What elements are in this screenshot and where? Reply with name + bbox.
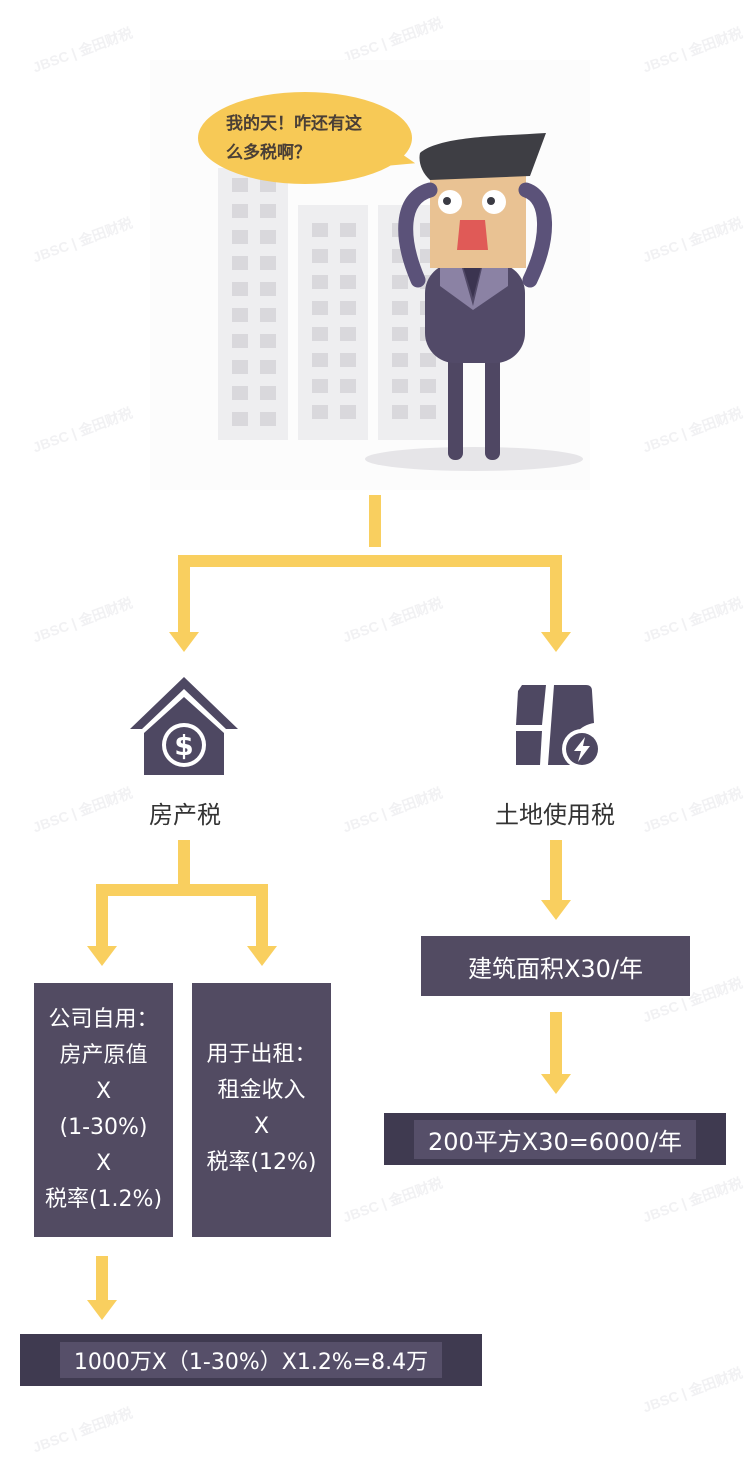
sub-connector-stem	[178, 840, 190, 892]
shocked-man-icon	[398, 133, 552, 460]
formula-line: 公司自用：	[48, 1007, 159, 1032]
watermark: JBSC | 金田财税	[640, 1174, 745, 1226]
watermark: JBSC | 金田财税	[640, 594, 745, 646]
watermark: JBSC | 金田财税	[340, 1174, 445, 1226]
land-use-formula: 建筑面积X30/年	[467, 954, 644, 983]
rental-formula-box: 用于出租： 租金收入 X 税率(12%)	[192, 983, 331, 1237]
watermark: JBSC | 金田财税	[30, 404, 135, 456]
sub-connector-left	[96, 884, 108, 950]
formula-line: 用于出租：	[206, 1042, 317, 1067]
land-use-tax-title: 土地使用税	[495, 801, 615, 829]
arrow-stem	[96, 1256, 108, 1302]
formula-line: 房产原值	[59, 1043, 148, 1068]
arrow-stem	[550, 840, 562, 902]
arrow-down-icon	[541, 1074, 571, 1094]
speech-line-2: 么多税啊？	[226, 143, 311, 163]
connector-left-stem	[178, 555, 190, 635]
watermark: JBSC | 金田财税	[640, 784, 745, 836]
self-use-formula-box: 公司自用： 房产原值 X (1-30%) X 税率(1.2%)	[34, 983, 173, 1237]
building-left	[218, 168, 288, 440]
formula-line: 租金收入	[217, 1078, 306, 1103]
watermark: JBSC | 金田财税	[640, 214, 745, 266]
property-tax-title: 房产税	[149, 801, 221, 829]
svg-text:$: $	[174, 729, 193, 762]
arrow-down-icon	[247, 946, 277, 966]
formula-line: X	[95, 1079, 112, 1104]
formula-line: 税率(1.2%)	[44, 1187, 163, 1212]
ground-shadow	[365, 447, 583, 471]
speech-bubble	[198, 92, 412, 184]
watermark: JBSC | 金田财税	[30, 594, 135, 646]
connector-bar	[178, 555, 562, 567]
building-middle	[298, 205, 368, 440]
watermark: JBSC | 金田财税	[30, 24, 135, 76]
land-map-lightning-icon	[516, 685, 602, 769]
house-dollar-icon: $	[130, 677, 238, 775]
formula-line: 税率(12%)	[206, 1150, 317, 1175]
connector-right-stem	[550, 555, 562, 635]
arrow-down-icon	[87, 946, 117, 966]
watermark: JBSC | 金田财税	[640, 24, 745, 76]
land-use-example-box: 200平方X30=6000/年	[384, 1113, 726, 1165]
watermark: JBSC | 金田财税	[340, 784, 445, 836]
sub-connector-bar	[96, 884, 268, 896]
formula-line: X	[253, 1114, 270, 1139]
arrow-down-icon	[87, 1300, 117, 1320]
arrow-down-icon	[169, 632, 199, 652]
watermark: JBSC | 金田财税	[30, 1404, 135, 1456]
watermark: JBSC | 金田财税	[30, 214, 135, 266]
watermark: JBSC | 金田财税	[640, 1364, 745, 1416]
connector-stem	[369, 495, 381, 547]
speech-line-1: 我的天！咋还有这	[226, 114, 362, 134]
land-use-example: 200平方X30=6000/年	[413, 1119, 697, 1159]
land-use-formula-box: 建筑面积X30/年	[421, 936, 690, 996]
watermark: JBSC | 金田财税	[340, 594, 445, 646]
formula-line: X	[95, 1151, 112, 1176]
speech-bubble-text: 我的天！咋还有这 么多税啊？	[226, 110, 396, 168]
arrow-stem	[550, 1012, 562, 1076]
property-tax-example-box: 1000万X（1-30%）X1.2%=8.4万	[20, 1334, 482, 1386]
arrow-down-icon	[541, 900, 571, 920]
formula-line: (1-30%)	[59, 1115, 148, 1140]
watermark: JBSC | 金田财税	[640, 404, 745, 456]
property-tax-example: 1000万X（1-30%）X1.2%=8.4万	[59, 1342, 443, 1378]
arrow-down-icon	[541, 632, 571, 652]
sub-connector-right	[256, 884, 268, 950]
